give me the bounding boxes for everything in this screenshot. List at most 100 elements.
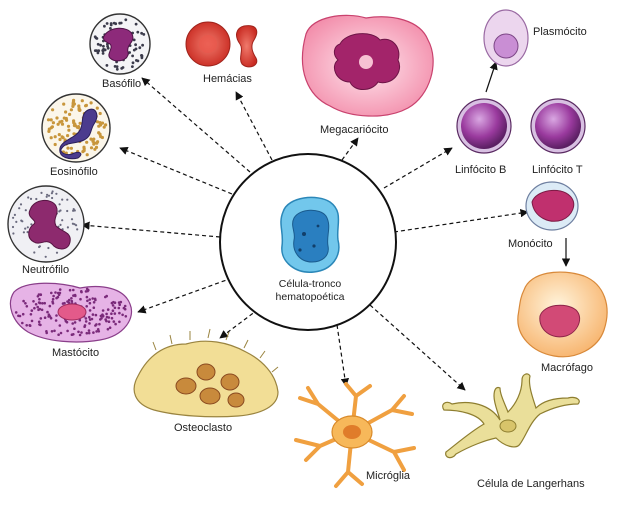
granule <box>89 137 93 141</box>
granule <box>51 190 54 193</box>
granule <box>21 321 24 325</box>
granule <box>39 317 43 320</box>
granule <box>85 305 88 308</box>
linfocito-t-label: Linfócito T <box>532 164 583 176</box>
granule <box>38 307 42 311</box>
granule <box>71 104 75 108</box>
granule <box>117 306 121 310</box>
granule <box>136 59 140 63</box>
granule <box>101 52 105 55</box>
granule <box>92 142 96 146</box>
granule <box>54 319 58 322</box>
granule <box>115 67 119 71</box>
mastocito-label: Mastócito <box>52 347 100 359</box>
arrow-to-neutrofilo <box>81 221 221 238</box>
granule <box>84 320 88 323</box>
granule <box>47 129 51 133</box>
granule <box>98 111 102 116</box>
granule <box>93 35 97 39</box>
granule <box>18 207 21 210</box>
microglia-label: Micróglia <box>366 470 411 482</box>
granule <box>136 30 140 34</box>
granule <box>70 299 74 303</box>
granule <box>138 46 142 50</box>
granule <box>24 302 27 305</box>
granule <box>56 295 60 299</box>
granule <box>75 125 79 129</box>
granule <box>25 305 29 308</box>
granule <box>100 317 103 320</box>
granule <box>18 314 22 318</box>
granule <box>60 119 64 123</box>
arrow-to-mastocito <box>137 277 233 314</box>
granule <box>111 309 115 313</box>
arrow-to-linfocitos <box>383 147 453 189</box>
granule <box>59 209 62 212</box>
granule <box>97 49 101 53</box>
granule <box>97 131 101 135</box>
granule <box>85 140 89 144</box>
granule <box>30 319 34 323</box>
granule <box>98 322 101 326</box>
granule <box>98 123 103 127</box>
granule <box>66 124 71 128</box>
granule <box>83 324 87 327</box>
granule <box>37 320 41 324</box>
basofilo-icon <box>89 13 151 75</box>
microglia-icon <box>294 382 416 488</box>
granule <box>124 315 128 318</box>
granule <box>49 118 53 122</box>
granule <box>67 128 71 132</box>
granule <box>95 330 98 333</box>
granule <box>66 329 69 333</box>
granule <box>72 98 76 102</box>
granule <box>102 44 105 48</box>
granule <box>21 220 24 223</box>
granule <box>50 330 54 333</box>
granule <box>104 295 107 299</box>
granule <box>45 331 48 335</box>
arrow-to-microglia <box>335 317 350 387</box>
granule <box>34 303 38 306</box>
granule <box>50 192 54 195</box>
granule <box>103 24 106 28</box>
granule <box>56 291 60 295</box>
neutrofilo-label: Neutrófilo <box>22 264 70 276</box>
granule <box>56 122 60 126</box>
monocito-label: Monócito <box>508 238 553 250</box>
arrows <box>81 77 529 391</box>
linfocito-b-icon <box>456 98 512 154</box>
granule <box>123 307 127 311</box>
granule <box>96 140 100 144</box>
granule <box>73 327 76 331</box>
granule <box>132 48 136 52</box>
basofilo-label: Basófilo <box>102 78 142 90</box>
langerhans-label: Célula de Langerhans <box>477 478 585 490</box>
granule <box>14 311 18 314</box>
granule <box>80 290 83 293</box>
granule <box>80 331 83 334</box>
granule <box>46 193 49 196</box>
granule <box>51 302 55 305</box>
granule <box>61 302 65 305</box>
granule <box>65 118 69 122</box>
granule <box>25 324 29 327</box>
granule <box>96 328 100 331</box>
granule <box>62 116 66 120</box>
granule <box>95 106 99 110</box>
granule <box>134 43 138 47</box>
granule <box>94 313 98 317</box>
langerhans-icon <box>442 373 580 459</box>
granule <box>112 320 116 323</box>
granule <box>49 136 53 140</box>
granule <box>72 288 75 292</box>
granule <box>66 226 69 229</box>
granule <box>51 108 55 112</box>
arrow-linfocito-b-to-plasmocito <box>485 61 498 93</box>
granule <box>69 108 73 112</box>
megacariocito-icon <box>301 14 434 117</box>
granule <box>140 31 144 35</box>
granule <box>55 251 59 254</box>
granule <box>19 203 23 206</box>
